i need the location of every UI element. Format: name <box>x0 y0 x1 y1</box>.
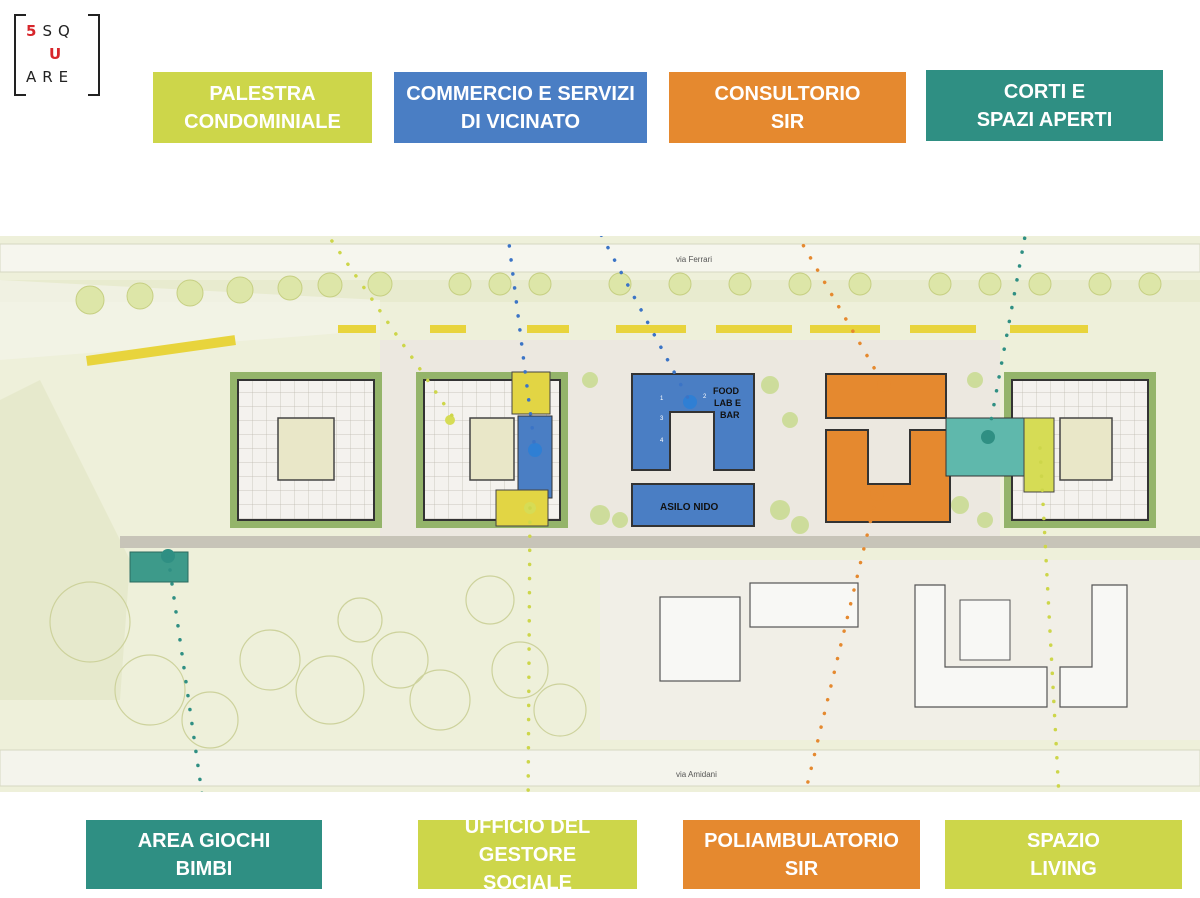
logo-bracket-right <box>88 14 100 96</box>
food-lab-label-1: FOOD <box>713 386 739 396</box>
street-bottom-label: via Amidani <box>676 770 717 779</box>
street-top-label: via Ferrari <box>676 255 712 264</box>
food-lab-label-2: LAB E <box>714 398 741 408</box>
room-number-1: 1 <box>660 396 664 402</box>
logo-number: 5 <box>26 22 43 40</box>
room-number-2: 2 <box>703 394 707 400</box>
logo-text-2: U <box>49 45 68 63</box>
label-corti: CORTI E SPAZI APERTI <box>926 70 1163 141</box>
logo-bracket-left <box>14 14 26 96</box>
label-spazio-living: SPAZIO LIVING <box>945 820 1182 889</box>
logo: 5SQ U ARE <box>14 14 100 96</box>
site-plan: via Ferrari via Amidani <box>0 236 1200 792</box>
label-ufficio: UFFICIO DEL GESTORE SOCIALE <box>418 816 637 894</box>
label-palestra: PALESTRA CONDOMINIALE <box>153 72 372 143</box>
room-number-3: 3 <box>660 416 664 422</box>
label-commercio: COMMERCIO E SERVIZI DI VICINATO <box>394 72 647 143</box>
room-number-4: 4 <box>660 438 664 444</box>
label-poliambulatorio: POLIAMBULATORIO SIR <box>683 820 920 889</box>
logo-text-1: SQ <box>42 22 76 40</box>
label-area-giochi: AREA GIOCHI BIMBI <box>86 820 322 889</box>
food-lab-label-3: BAR <box>720 410 740 420</box>
logo-text-3: ARE <box>26 68 75 86</box>
label-consultorio: CONSULTORIO SIR <box>669 72 906 143</box>
asilo-label: ASILO NIDO <box>660 502 719 513</box>
